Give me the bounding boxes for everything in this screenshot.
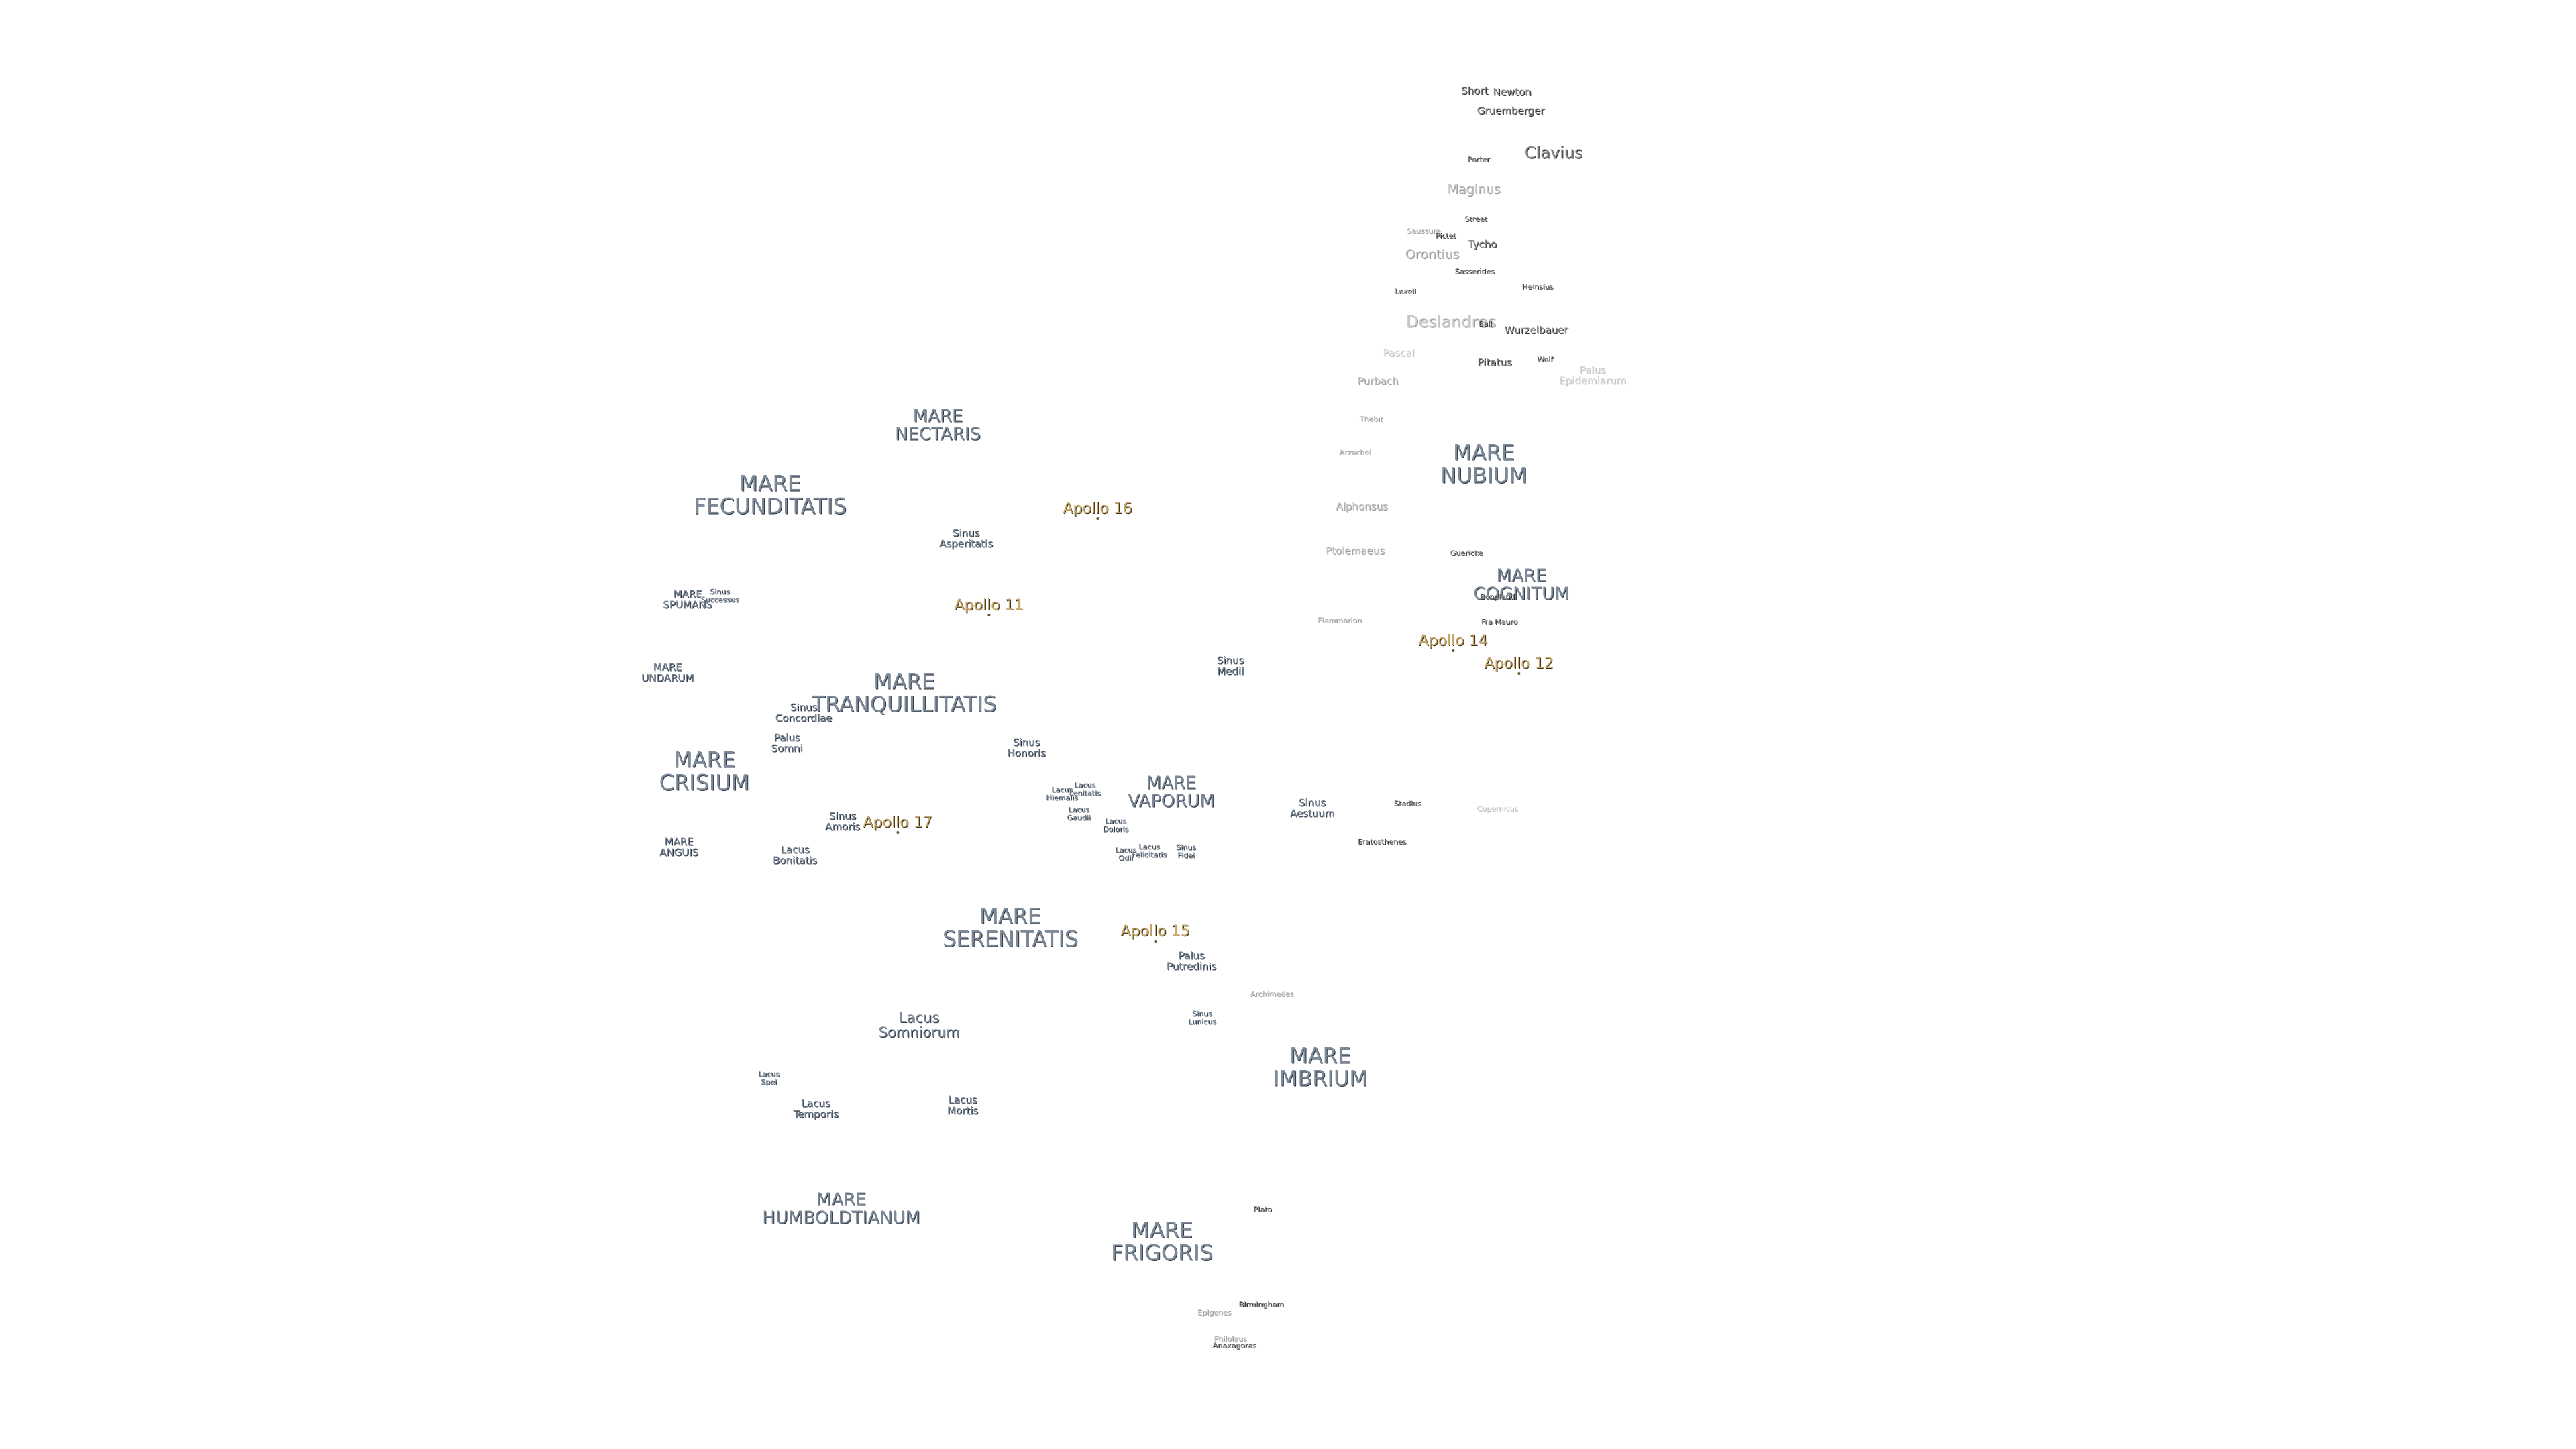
lacus-mortis-label: Lacus Mortis [947, 1093, 979, 1116]
apollo-11-site[interactable]: Apollo 11 [954, 596, 1024, 617]
crater-lexell-label: Lexell [1395, 287, 1416, 297]
crater-arzachel-label: Arzachel [1339, 448, 1371, 458]
palus-putredinis-label: Palus Putredinis [1166, 949, 1217, 972]
mare-undarum-label: MARE UNDARUM [641, 661, 694, 684]
crater-pitatus-label: Pitatus [1477, 356, 1512, 369]
landing-site-icon [1452, 649, 1454, 653]
lacus-bonitatis-label: Lacus Bonitatis [772, 843, 818, 866]
crater-clavius-label: Clavius [1524, 143, 1583, 162]
crater-ptolemaeus-label: Ptolemaeus [1326, 545, 1385, 557]
apollo-16-site[interactable]: Apollo 16 [1063, 500, 1132, 521]
mare-vaporum-label: MARE VAPORUM [1128, 773, 1215, 812]
crater-alphonsus-label: Alphonsus [1336, 500, 1388, 513]
apollo-12-label: Apollo 12 [1484, 655, 1554, 672]
mare-nubium-label: MARE NUBIUM [1440, 439, 1527, 488]
landing-site-icon [1096, 517, 1099, 521]
crater-gruemberger-label: Gruemberger [1477, 105, 1545, 117]
mare-humboldtianum-label: MARE HUMBOLDTIANUM [762, 1189, 920, 1228]
lacus-hiemalis-label: Lacus Hiemalis [1046, 785, 1078, 802]
lacus-lenitatis-label: Lacus Lenitatis [1069, 780, 1101, 797]
crater-flammarion-label: Flammarion [1318, 616, 1362, 625]
apollo-12-site[interactable]: Apollo 12 [1484, 655, 1554, 676]
sinus-aestuum-label: Sinus Aestuum [1289, 796, 1335, 819]
crater-thebit-label: Thebit [1359, 415, 1383, 424]
apollo-17-site[interactable]: Apollo 17 [863, 814, 932, 835]
crater-copernicus-label: Copernicus [1477, 804, 1518, 814]
apollo-16-label: Apollo 16 [1063, 500, 1132, 517]
crater-stadius-label: Stadius [1393, 799, 1421, 808]
mare-cognitum-label: MARE COGNITUM [1473, 566, 1570, 604]
mare-nectaris-label: MARE NECTARIS [895, 406, 981, 445]
sinus-honoris-label: Sinus Honoris [1007, 736, 1046, 759]
crater-pascal-label: Pascal [1383, 347, 1415, 360]
lacus-doloris-label: Lacus Doloris [1102, 816, 1129, 833]
palus-epidemiarum-label: Palus Epidemiarum [1558, 364, 1627, 386]
crater-bonpland-label: Bonpland [1480, 592, 1515, 602]
crater-wolf-label: Wolf [1537, 355, 1553, 364]
apollo-15-label: Apollo 15 [1120, 922, 1190, 940]
landing-site-icon [896, 831, 899, 835]
mare-serenitatis-label: MARE SERENITATIS [942, 903, 1079, 951]
apollo-17-label: Apollo 17 [863, 814, 932, 831]
crater-wurzelbauer-label: Wurzelbauer [1504, 324, 1568, 337]
mare-imbrium-label: MARE IMBRIUM [1273, 1042, 1368, 1091]
crater-porter-label: Porter [1467, 155, 1490, 164]
mare-frigoris-label: MARE FRIGORIS [1110, 1217, 1214, 1265]
crater-philolaus-label: Philolaus [1214, 1334, 1247, 1344]
lacus-felicitatis-label: Lacus Felicitatis [1132, 842, 1167, 859]
lacus-odii-label: Lacus Odii [1115, 845, 1136, 862]
apollo-14-site[interactable]: Apollo 14 [1418, 632, 1488, 653]
mare-crisium-label: MARE CRISIUM [659, 747, 750, 795]
crater-deslandres-label: Deslandres [1405, 312, 1497, 331]
sinus-lunicus-label: Sinus Lunicus [1188, 1009, 1216, 1026]
crater-eratosthenes-label: Eratosthenes [1357, 837, 1407, 847]
crater-orontius-label: Orontius [1405, 247, 1460, 262]
crater-pictet-label: Pictet [1435, 231, 1456, 241]
sinus-fidei-label: Sinus Fidei [1176, 843, 1196, 859]
sinus-successus-label: Sinus Successus [700, 587, 739, 604]
lacus-gaudii-label: Lacus Gaudii [1067, 805, 1091, 822]
crater-maginus-label: Maginus [1447, 182, 1501, 197]
crater-purbach-label: Purbach [1357, 375, 1399, 388]
sinus-asperitatis-label: Sinus Asperitatis [938, 527, 994, 549]
mare-anguis-label: MARE ANGUIS [659, 835, 699, 858]
landing-site-icon [1154, 940, 1157, 943]
landing-site-icon [987, 614, 990, 617]
crater-tycho-label: Tycho [1468, 238, 1497, 251]
sinus-amoris-label: Sinus Amoris [824, 810, 861, 833]
crater-birmingham-label: Birmingham [1238, 1300, 1284, 1309]
crater-anaxagoras-label: Anaxagoras [1212, 1341, 1256, 1350]
crater-plato-label: Plato [1253, 1205, 1272, 1214]
mare-fecunditatis-label: MARE FECUNDITATIS [693, 470, 847, 519]
mare-tranquillitatis-label: MARE TRANQUILLITATIS [812, 668, 997, 716]
crater-sasserides-label: Sasserides [1454, 267, 1495, 276]
lacus-temporis-label: Lacus Temporis [793, 1097, 839, 1120]
crater-epigenes-label: Epigenes [1197, 1308, 1232, 1318]
lacus-somniorum-label: Lacus Somniorum [878, 1009, 960, 1040]
apollo-11-label: Apollo 11 [954, 596, 1024, 614]
crater-short-label: Short [1460, 85, 1489, 97]
sinus-medii-label: Sinus Medii [1216, 654, 1244, 677]
crater-newton-label: Newton [1493, 86, 1532, 99]
crater-ball-label: Ball [1478, 319, 1493, 329]
crater-fra-mauro-label: Fra Mauro [1481, 617, 1518, 627]
crater-heinsius-label: Heinsius [1521, 282, 1554, 292]
crater-archimedes-label: Archimedes [1250, 989, 1294, 999]
palus-somni-label: Palus Somni [771, 731, 803, 754]
crater-guericke-label: Guericke [1450, 549, 1483, 558]
sinus-concordiae-label: Sinus Concordiae [775, 701, 833, 724]
landing-site-icon [1517, 672, 1520, 676]
apollo-14-label: Apollo 14 [1418, 632, 1488, 649]
mare-spumans-label: MARE SPUMANS [663, 588, 712, 610]
crater-street-label: Street [1464, 215, 1487, 224]
apollo-15-site[interactable]: Apollo 15 [1120, 922, 1190, 943]
lacus-spei-label: Lacus Spei [758, 1069, 780, 1086]
crater-saussure-label: Saussure [1406, 227, 1441, 236]
